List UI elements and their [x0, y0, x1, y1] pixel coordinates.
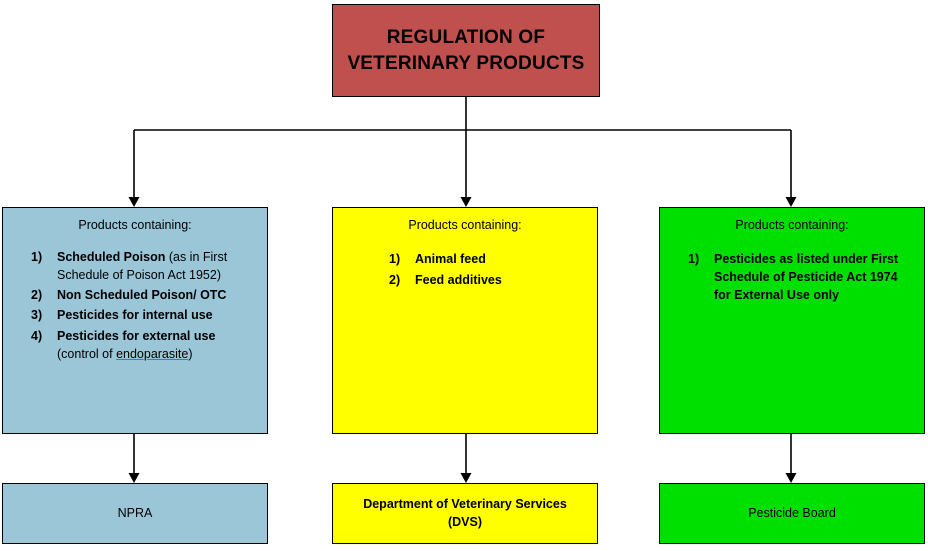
agency-line-2: (DVS) — [447, 514, 482, 529]
agency-label-dvs: Department of Veterinary Services (DVS) — [363, 496, 567, 531]
diagram-title-box: REGULATION OF VETERINARY PRODUCTS — [332, 4, 600, 97]
list-item: 1) Animal feed — [389, 250, 597, 268]
category-list-npra: 1) Scheduled Poison (as in First Schedul… — [3, 248, 267, 363]
category-header-npra: Products containing: — [78, 218, 192, 232]
item-text: Pesticides for external use (control of … — [57, 327, 259, 363]
agency-line-1: Department of Veterinary Services — [363, 497, 567, 511]
agency-label-npra: NPRA — [117, 505, 153, 520]
item-number: 2) — [31, 288, 43, 303]
item-number: 1) — [31, 250, 43, 264]
item-bold: Pesticides for external use — [57, 328, 216, 343]
item-text: Scheduled Poison (as in First Schedule o… — [57, 248, 259, 284]
list-item: 2) Non Scheduled Poison/ OTC — [31, 286, 259, 304]
category-box-pesticide-board: Products containing: 1) Pesticides as li… — [659, 207, 925, 434]
category-box-npra: Products containing: 1) Scheduled Poison… — [2, 207, 268, 434]
category-header-dvs: Products containing: — [408, 218, 522, 232]
endoparasite-term: endoparasite — [116, 346, 189, 361]
title-line-1: REGULATION OF — [386, 26, 546, 48]
category-list-pesticide-board: 1) Pesticides as listed under First Sche… — [660, 250, 924, 304]
item-number: 3) — [31, 308, 43, 323]
item-text: Feed additives — [415, 273, 502, 288]
item-text: Pesticides as listed under First Schedul… — [714, 252, 899, 303]
category-box-dvs: Products containing: 1) Animal feed 2) F… — [332, 207, 598, 434]
item-text: Animal feed — [415, 252, 486, 266]
item-rest: (as in First Schedule of Poison Act 1952… — [57, 250, 228, 283]
item-text: Non Scheduled Poison/ OTC — [57, 286, 259, 304]
item-number: 1) — [389, 252, 401, 266]
category-list-dvs: 1) Animal feed 2) Feed additives — [333, 250, 597, 289]
agency-label-pesticide-board: Pesticide Board — [748, 505, 836, 520]
item-number: 1) — [688, 252, 700, 266]
list-item: 4) Pesticides for external use (control … — [31, 327, 259, 363]
item-text: Pesticides for internal use — [57, 306, 259, 324]
agency-box-dvs: Department of Veterinary Services (DVS) — [332, 483, 598, 544]
item-rest: (control of endoparasite) — [57, 346, 193, 361]
list-item: 3) Pesticides for internal use — [31, 306, 259, 324]
item-bold: Non Scheduled Poison/ OTC — [57, 288, 227, 303]
agency-box-pesticide-board: Pesticide Board — [659, 483, 925, 544]
title-line-2: VETERINARY PRODUCTS — [347, 52, 585, 74]
list-item: 1) Pesticides as listed under First Sche… — [688, 250, 912, 304]
category-header-pesticide-board: Products containing: — [735, 218, 849, 232]
diagram-title-text: REGULATION OF VETERINARY PRODUCTS — [347, 25, 584, 76]
list-item: 2) Feed additives — [389, 271, 597, 289]
item-bold: Scheduled Poison — [57, 250, 166, 264]
item-bold: Pesticides for internal use — [57, 308, 213, 323]
item-number: 2) — [389, 273, 401, 288]
item-number: 4) — [31, 328, 43, 343]
list-item: 1) Scheduled Poison (as in First Schedul… — [31, 248, 259, 284]
agency-box-npra: NPRA — [2, 483, 268, 544]
